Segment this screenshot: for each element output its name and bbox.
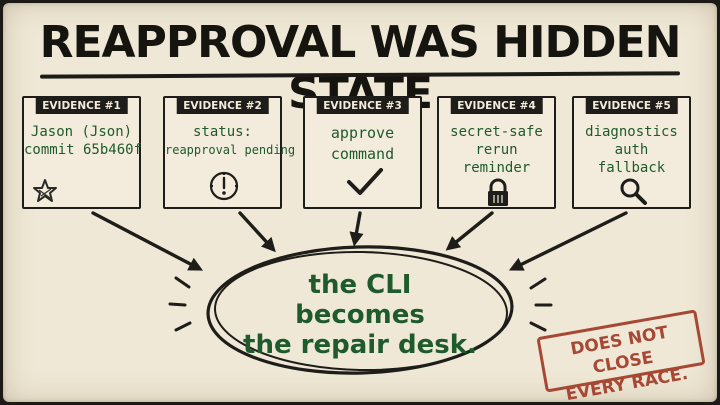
evidence-line: approve <box>330 124 395 142</box>
evidence-tag: EVIDENCE #5 <box>585 97 678 114</box>
evidence-tag: EVIDENCE #3 <box>316 97 409 114</box>
evidence-line: reminder <box>462 160 531 176</box>
evidence-line: diagnostics <box>585 124 678 140</box>
evidence-line: reapproval pending <box>165 143 296 157</box>
evidence-text: Jason (Json) commit 65b460f <box>24 123 143 159</box>
checkmark-icon <box>347 168 383 195</box>
evidence-line: commit 65b460f <box>24 142 143 158</box>
evidence-tag: EVIDENCE #2 <box>176 97 269 114</box>
evidence-line: rerun <box>475 142 518 158</box>
evidence-line: status: <box>192 124 252 140</box>
evidence-card-1: EVIDENCE #1 Jason (Json) commit 65b460f <box>22 96 143 209</box>
center-statement: the CLI becomes the repair desk. <box>233 270 487 360</box>
center-line: the CLI <box>308 270 412 300</box>
clock-icon <box>209 171 239 201</box>
arrows <box>91 211 628 271</box>
arrow-from-evidence-5 <box>508 211 628 271</box>
evidence-line: auth <box>614 142 649 158</box>
evidence-text: secret-safe rerun reminder <box>439 123 554 177</box>
evidence-line: Jason (Json) <box>30 124 133 140</box>
evidence-card-4: EVIDENCE #4 secret-safe rerun reminder <box>437 96 556 209</box>
evidence-card-5: EVIDENCE #5 diagnostics auth fallback <box>572 96 691 209</box>
arrow-from-evidence-4 <box>445 211 494 251</box>
evidence-tag: EVIDENCE #1 <box>35 97 128 114</box>
evidence-tag: EVIDENCE #4 <box>450 97 543 114</box>
star-icon <box>33 179 57 202</box>
evidence-card-3: EVIDENCE #3 approve command <box>303 96 422 209</box>
evidence-line: fallback <box>597 160 666 176</box>
center-ellipse <box>206 245 514 375</box>
arrow-from-evidence-2 <box>238 211 276 253</box>
evidence-line: command <box>330 145 395 163</box>
magnifier-icon <box>620 178 647 205</box>
arrow-from-evidence-1 <box>91 211 204 271</box>
evidence-text: status: reapproval pending <box>165 123 296 159</box>
evidence-line: secret-safe <box>450 124 543 140</box>
evidence-card-2: EVIDENCE #2 status: reapproval pending <box>163 96 296 209</box>
lock-icon <box>488 178 508 206</box>
evidence-text: approve command <box>305 123 420 165</box>
page-title: REAPPROVAL WAS HIDDEN STATE <box>39 17 682 119</box>
center-line: the repair desk. <box>243 330 477 360</box>
arrow-from-evidence-3 <box>349 211 364 247</box>
emphasis-ticks <box>168 276 553 332</box>
evidence-text: diagnostics auth fallback <box>574 123 689 177</box>
center-line: becomes <box>295 300 425 330</box>
